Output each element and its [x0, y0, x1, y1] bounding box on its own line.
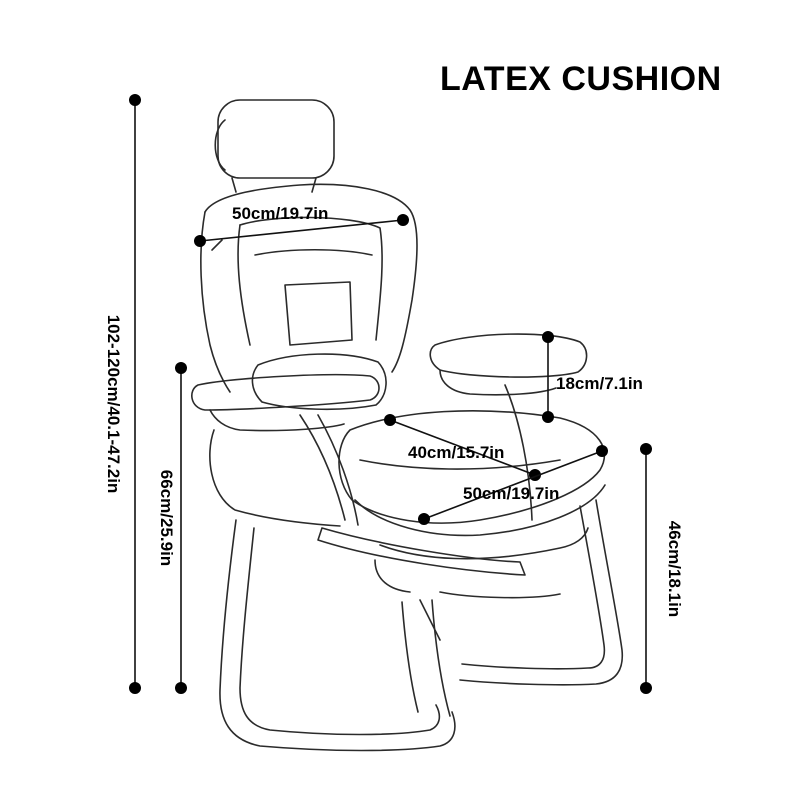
total-height-bottom-dot: [129, 682, 141, 694]
seat-depth-label: 40cm/15.7in: [408, 443, 505, 462]
seat-width-right-dot: [596, 445, 608, 457]
seat-width-line: [423, 450, 603, 520]
backrest-width-line: [199, 219, 404, 242]
armrest-to-seat-top-dot: [542, 331, 554, 343]
left-armrest: [191, 373, 380, 527]
diagram-title: LATEX CUSHION: [440, 60, 722, 98]
armrest-to-seat-bottom-dot: [542, 411, 554, 423]
armrest-height-bottom-dot: [175, 682, 187, 694]
armrest-height-label: 66cm/25.9in: [157, 469, 176, 567]
headrest: [214, 99, 335, 193]
seat-height-top-dot: [640, 443, 652, 455]
footrest: [317, 527, 561, 599]
total-height-label: 102-120cm/40.1-47.2in: [104, 314, 123, 494]
seat-cushion: [338, 410, 606, 593]
lumbar-cushion: [251, 353, 387, 411]
backrest-width-right-dot: [397, 214, 409, 226]
seat-depth-line: [389, 419, 536, 476]
dimension-lines: [129, 94, 652, 694]
office-chair-outline: [191, 99, 624, 752]
total-height-top-dot: [129, 94, 141, 106]
seat-width-label: 50cm/19.7in: [463, 484, 560, 503]
seat-width-left-dot: [418, 513, 430, 525]
right-armrest: [429, 333, 588, 521]
armrest-to-seat-label: 18cm/7.1in: [556, 374, 643, 393]
seat-height-bottom-dot: [640, 682, 652, 694]
backrest-width-label: 50cm/19.7in: [232, 204, 329, 223]
seat-depth-front-dot: [384, 414, 396, 426]
sled-base: [219, 499, 624, 752]
backrest-width-left-dot: [194, 235, 206, 247]
seat-height-label: 46cm/18.1in: [665, 520, 684, 618]
armrest-height-top-dot: [175, 362, 187, 374]
